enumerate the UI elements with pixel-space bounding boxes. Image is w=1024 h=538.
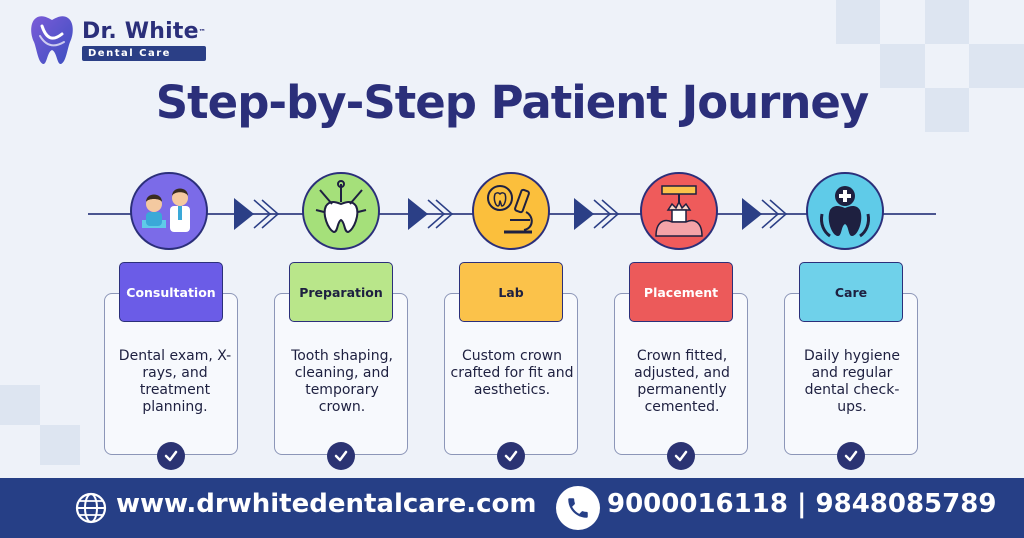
decor-square [836,0,880,44]
decor-square [969,44,1024,88]
decor-square [880,44,925,88]
brand-logo[interactable]: Dr. White™ Dental Care [28,12,206,68]
step-1-circle [130,172,208,250]
check-icon [157,442,185,470]
chevron-arrow-icon [408,198,454,230]
contact-footer: www.drwhitedentalcare.com 9000016118 | 9… [0,478,1024,538]
step-4-description: Crown fitted, adjusted, and permanently … [634,348,730,415]
website-link[interactable]: www.drwhitedentalcare.com [116,489,537,519]
page-title: Step-by-Step Patient Journey [155,76,869,129]
check-icon [497,442,525,470]
step-4-label: Placement [629,262,733,322]
brand-name: Dr. White™ [82,18,206,44]
step-3-circle [472,172,550,250]
step-1-label: Consultation [119,262,223,322]
step-5-label: Care [799,262,903,322]
phone-icon [556,486,600,530]
tooth-logo-icon [31,16,73,65]
step-3-label: Lab [459,262,563,322]
chevron-arrow-icon [234,198,280,230]
step-2-circle [302,172,380,250]
dental-tools-icon [315,180,367,234]
step-2-description: Tooth shaping, cleaning, and temporary c… [291,348,393,415]
step-1-description: Dental exam, X-rays, and treatment plann… [118,348,232,415]
chevron-arrow-icon [574,198,620,230]
globe-icon [75,492,107,524]
step-2-label: Preparation [289,262,393,322]
decor-square [0,385,40,425]
check-icon [837,442,865,470]
step-5-description: Daily hygiene and regular dental check-u… [804,348,900,415]
chevron-arrow-icon [742,198,788,230]
step-3-description: Custom crown crafted for fit and aesthet… [450,348,574,398]
decor-square [925,88,969,132]
check-icon [667,442,695,470]
tooth-care-icon [820,186,870,238]
microscope-tooth-icon [487,185,533,234]
step-4-circle [640,172,718,250]
dentist-patient-icon [142,188,190,232]
phone-numbers[interactable]: 9000016118 | 9848085789 [607,489,997,519]
crown-placement-icon [655,185,703,237]
check-icon [327,442,355,470]
decor-square [40,425,80,465]
step-5-circle [806,172,884,250]
decor-square [925,0,969,44]
brand-subtitle: Dental Care [82,45,206,61]
